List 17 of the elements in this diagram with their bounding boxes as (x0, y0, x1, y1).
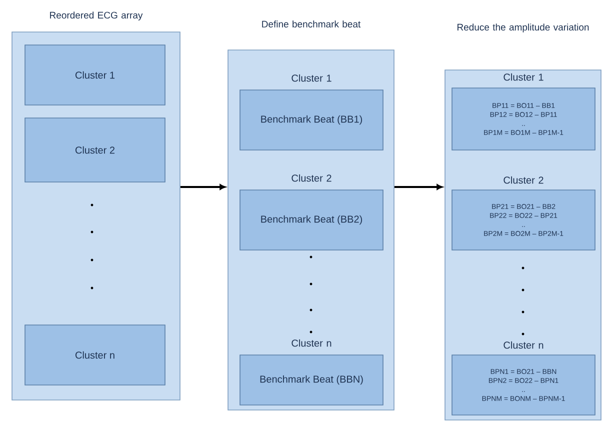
heading: Reduce the amplitude variation (458, 24, 589, 32)
cluster-box: Cluster n (24, 324, 166, 386)
cluster-box: Cluster 2 (24, 118, 166, 182)
heading: Cluster 1 (504, 73, 544, 81)
heading: Cluster n (504, 341, 544, 349)
heading: Cluster 1 (292, 74, 332, 82)
heading: Define benchmark beat (262, 20, 361, 28)
cluster-box: Cluster 1 (24, 44, 166, 106)
arrow (394, 184, 443, 190)
cluster-box: Benchmark Beat (BB1) (240, 90, 384, 150)
heading: Cluster 2 (292, 174, 332, 182)
heading: Reordered ECG array (50, 12, 143, 20)
arrow (180, 184, 226, 190)
heading: Cluster n (292, 339, 332, 347)
heading: Cluster 2 (504, 176, 544, 184)
cluster-box: Benchmark Beat (BB2) (240, 190, 384, 250)
cluster-box: Benchmark Beat (BBN) (240, 354, 384, 406)
